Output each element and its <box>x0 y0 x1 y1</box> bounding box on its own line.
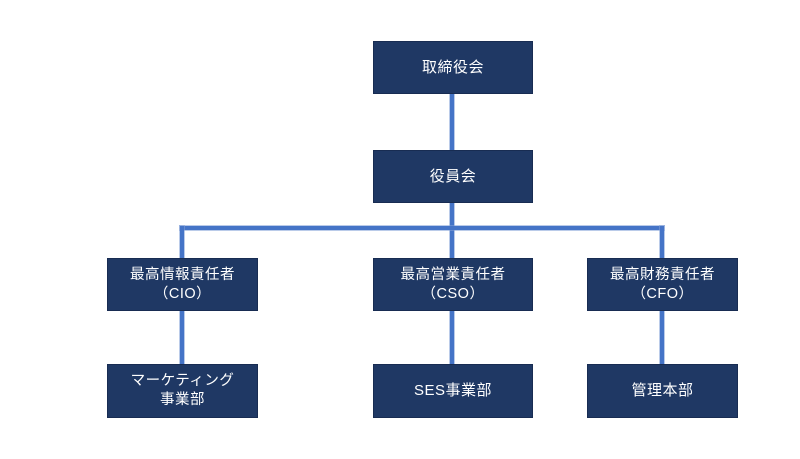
node-cfo: 最高財務責任者 （CFO） <box>587 258 738 311</box>
connector-cfo-admin <box>660 310 664 365</box>
connector-branch-cio <box>180 226 184 259</box>
node-marketing-division: マーケティング 事業部 <box>107 364 258 418</box>
node-cso-label: 最高営業責任者 （CSO） <box>400 266 506 302</box>
node-ses-division: SES事業部 <box>373 364 533 418</box>
node-cio-label: 最高情報責任者 （CIO） <box>130 266 235 302</box>
connector-board-executive <box>450 93 454 151</box>
node-executive-committee: 役員会 <box>373 150 533 203</box>
connector-cio-marketing <box>180 310 184 365</box>
node-executive-committee-label: 役員会 <box>429 167 477 185</box>
node-cso: 最高営業責任者 （CSO） <box>373 258 533 311</box>
node-admin-headquarters-label: 管理本部 <box>631 382 694 399</box>
connector-branch-horizontal <box>180 226 664 230</box>
node-cio: 最高情報責任者 （CIO） <box>107 258 258 311</box>
node-board-of-directors: 取締役会 <box>373 41 533 94</box>
connector-cso-ses <box>450 310 454 365</box>
node-admin-headquarters: 管理本部 <box>587 364 738 418</box>
node-ses-division-label: SES事業部 <box>413 382 492 399</box>
connector-executive-branch <box>450 202 454 259</box>
node-board-of-directors-label: 取締役会 <box>421 58 484 76</box>
connector-branch-cfo <box>660 226 664 259</box>
node-cfo-label: 最高財務責任者 （CFO） <box>610 266 715 302</box>
node-marketing-division-label: マーケティング 事業部 <box>130 373 235 408</box>
